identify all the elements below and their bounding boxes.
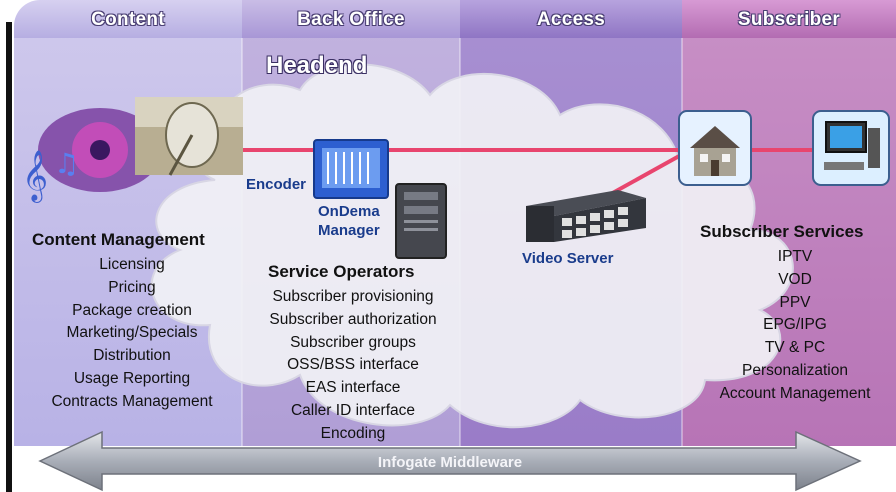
music-note-icon: 𝄞 xyxy=(22,150,48,203)
video-server-label: Video Server xyxy=(522,250,614,267)
service-operators-title: Service Operators xyxy=(268,262,415,281)
encoder-hardware-icon xyxy=(313,139,389,199)
content-management-title: Content Management xyxy=(32,230,205,249)
subscriber-services-title: Subscriber Services xyxy=(700,222,864,241)
pc-image xyxy=(812,110,890,186)
headend-cloud xyxy=(150,63,794,429)
column-header-access: Access xyxy=(460,0,682,38)
house-image xyxy=(678,110,752,186)
content-management-list: Licensing Pricing Package creation Marke… xyxy=(14,254,250,414)
column-header-back-office: Back Office xyxy=(242,0,460,38)
list-item: Licensing xyxy=(99,256,165,273)
list-item: Subscriber provisioning xyxy=(272,288,434,305)
list-item: PPV xyxy=(779,293,811,311)
encoder-label: Encoder xyxy=(246,176,307,193)
list-item: Caller ID interface xyxy=(290,401,416,419)
column-header-content: Content xyxy=(14,0,242,38)
list-item: Account Management xyxy=(719,384,871,402)
ondemand-manager-label-line1: OnDema xyxy=(318,203,380,220)
middleware-label: Infogate Middleware xyxy=(377,454,523,471)
middleware-double-arrow xyxy=(38,430,862,492)
column-header-subscriber: Subscriber xyxy=(682,0,896,38)
list-item: Usage Reporting xyxy=(73,369,191,387)
list-item: EPG/IPG xyxy=(763,316,827,334)
subscriber-services-list: IPTV VOD PPV EPG/IPG TV & PC Personaliza… xyxy=(700,246,890,406)
list-item: TV & PC xyxy=(764,339,826,357)
house-icon xyxy=(690,126,740,148)
list-item: Distribution xyxy=(93,347,171,365)
list-item: Personalization xyxy=(742,361,848,379)
video-server-icon xyxy=(526,190,646,242)
list-item: Subscriber groups xyxy=(290,333,416,351)
list-item: Marketing/Specials xyxy=(66,324,198,342)
list-item: Pricing xyxy=(108,278,156,296)
service-operators-list: Subscriber provisioning Subscriber autho… xyxy=(248,286,458,446)
list-item: EAS interface xyxy=(305,379,401,397)
list-item: VOD xyxy=(778,270,812,288)
list-item: Encoding xyxy=(320,424,386,442)
media-collage-image: 𝄞 ♫ xyxy=(22,97,243,203)
left-edge-bar xyxy=(6,22,12,492)
list-item: IPTV xyxy=(777,248,813,265)
list-item: OSS/BSS interface xyxy=(287,356,419,374)
list-item: Contracts Management xyxy=(51,392,213,410)
list-item: Subscriber authorization xyxy=(269,310,437,328)
headend-title: Headend xyxy=(266,52,368,79)
server-tower-icon xyxy=(395,183,447,259)
music-note-icon: ♫ xyxy=(54,147,79,180)
ondemand-manager-label-line2: Manager xyxy=(318,222,380,239)
list-item: Package creation xyxy=(72,301,192,319)
